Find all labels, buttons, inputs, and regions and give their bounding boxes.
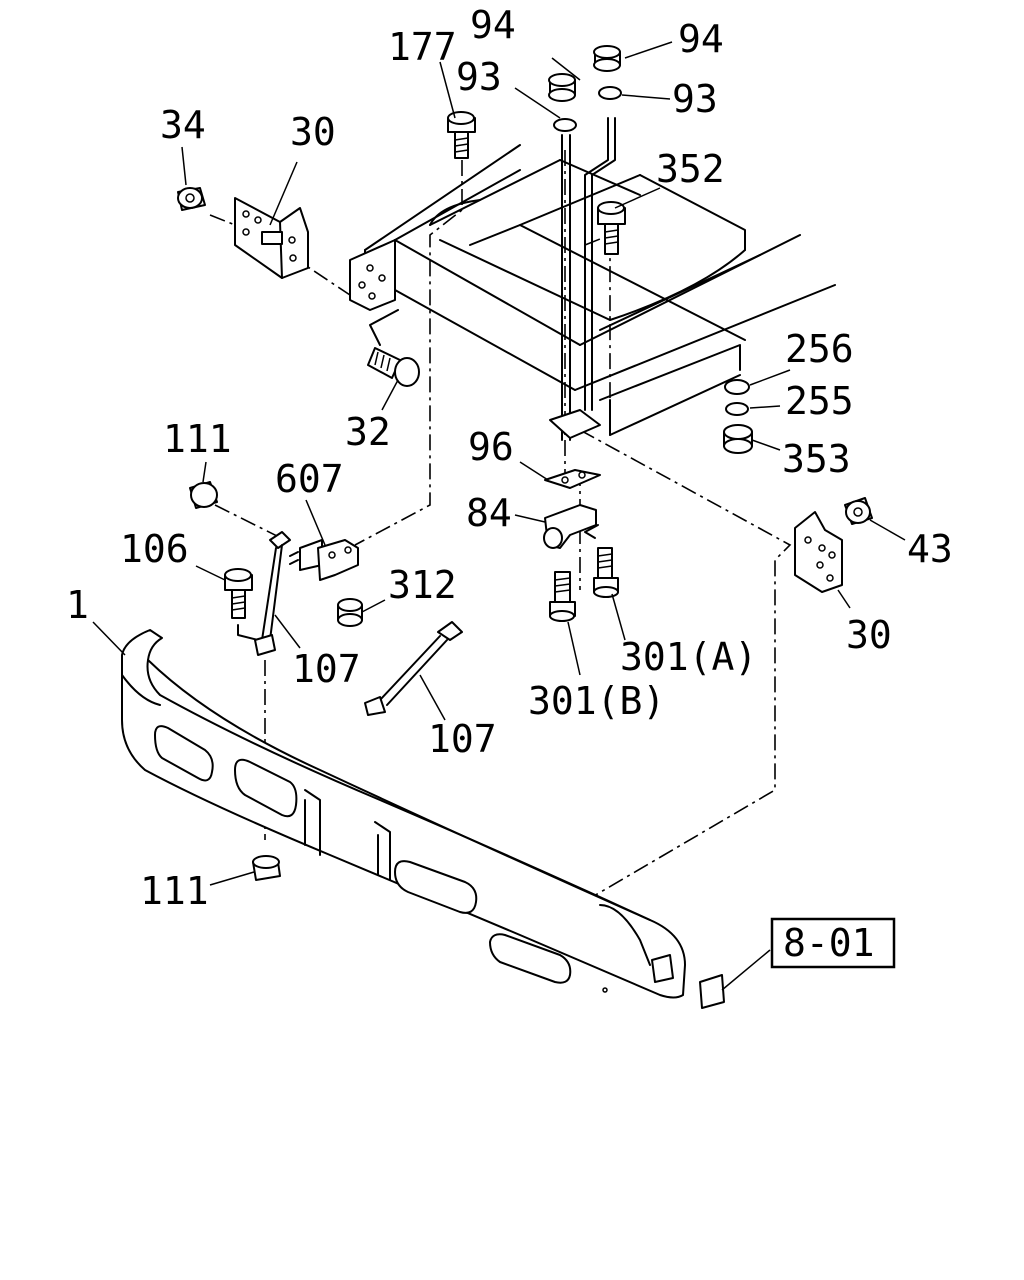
callout-93: 93 <box>672 77 718 121</box>
callout-106: 106 <box>120 527 189 571</box>
callout-301b: 301(B) <box>528 679 665 723</box>
reference-label: 8-01 <box>783 921 875 965</box>
callout-1: 1 <box>66 583 89 627</box>
callout-111: 111 <box>140 869 209 913</box>
nut-111-lower <box>252 855 281 881</box>
leader-lines <box>92 41 906 991</box>
callout-43: 43 <box>907 527 953 571</box>
bolt-352 <box>597 201 626 255</box>
callout-94: 94 <box>678 17 724 61</box>
callout-352: 352 <box>656 147 725 191</box>
stay-107-right <box>364 621 463 716</box>
callout-32: 32 <box>345 410 391 454</box>
washer-93-left <box>553 118 577 132</box>
callout-353: 353 <box>782 437 851 481</box>
nut-312 <box>337 598 363 627</box>
reference-box[interactable]: 8-01 <box>770 917 896 969</box>
nut-94-left <box>548 73 576 102</box>
bolt-301a <box>593 547 619 598</box>
bracket-607 <box>289 539 359 581</box>
nut-94-right <box>593 45 621 72</box>
callouts: 94 94 177 93 93 34 30 352 256 255 353 32… <box>66 3 953 913</box>
washer-255 <box>725 402 749 416</box>
bumper <box>121 629 686 999</box>
stay-107-left <box>254 531 291 656</box>
stay-rods <box>561 117 616 441</box>
plate-96 <box>544 469 601 489</box>
reference-clip <box>699 974 725 1009</box>
bolt-32 <box>367 347 420 387</box>
washer-256 <box>724 379 750 395</box>
nut-34 <box>177 187 206 211</box>
nut-43 <box>844 497 873 525</box>
nut-111-upper <box>189 481 218 509</box>
nut-353 <box>723 424 753 454</box>
bolt-301b <box>549 571 576 622</box>
callout-111: 111 <box>163 417 232 461</box>
callout-84: 84 <box>466 491 512 535</box>
callout-94: 94 <box>470 3 516 47</box>
callout-34: 34 <box>160 103 206 147</box>
callout-107: 107 <box>428 717 497 761</box>
callout-107: 107 <box>292 647 361 691</box>
callout-177: 177 <box>388 25 457 69</box>
washer-93-right <box>598 86 622 100</box>
stay-plate <box>549 409 601 439</box>
callout-30: 30 <box>290 110 336 154</box>
bolt-106 <box>224 568 259 641</box>
callout-93: 93 <box>456 55 502 99</box>
bolt-177 <box>447 111 476 159</box>
callout-312: 312 <box>388 563 457 607</box>
bracket-30-right <box>794 511 843 593</box>
callout-96: 96 <box>468 425 514 469</box>
callout-256: 256 <box>785 327 854 371</box>
callout-255: 255 <box>785 379 854 423</box>
chassis-frame <box>349 144 836 436</box>
callout-301a: 301(A) <box>620 635 757 679</box>
callout-30: 30 <box>846 613 892 657</box>
bracket-30-left <box>234 197 309 279</box>
bracket-84 <box>543 504 599 549</box>
callout-607: 607 <box>275 457 344 501</box>
